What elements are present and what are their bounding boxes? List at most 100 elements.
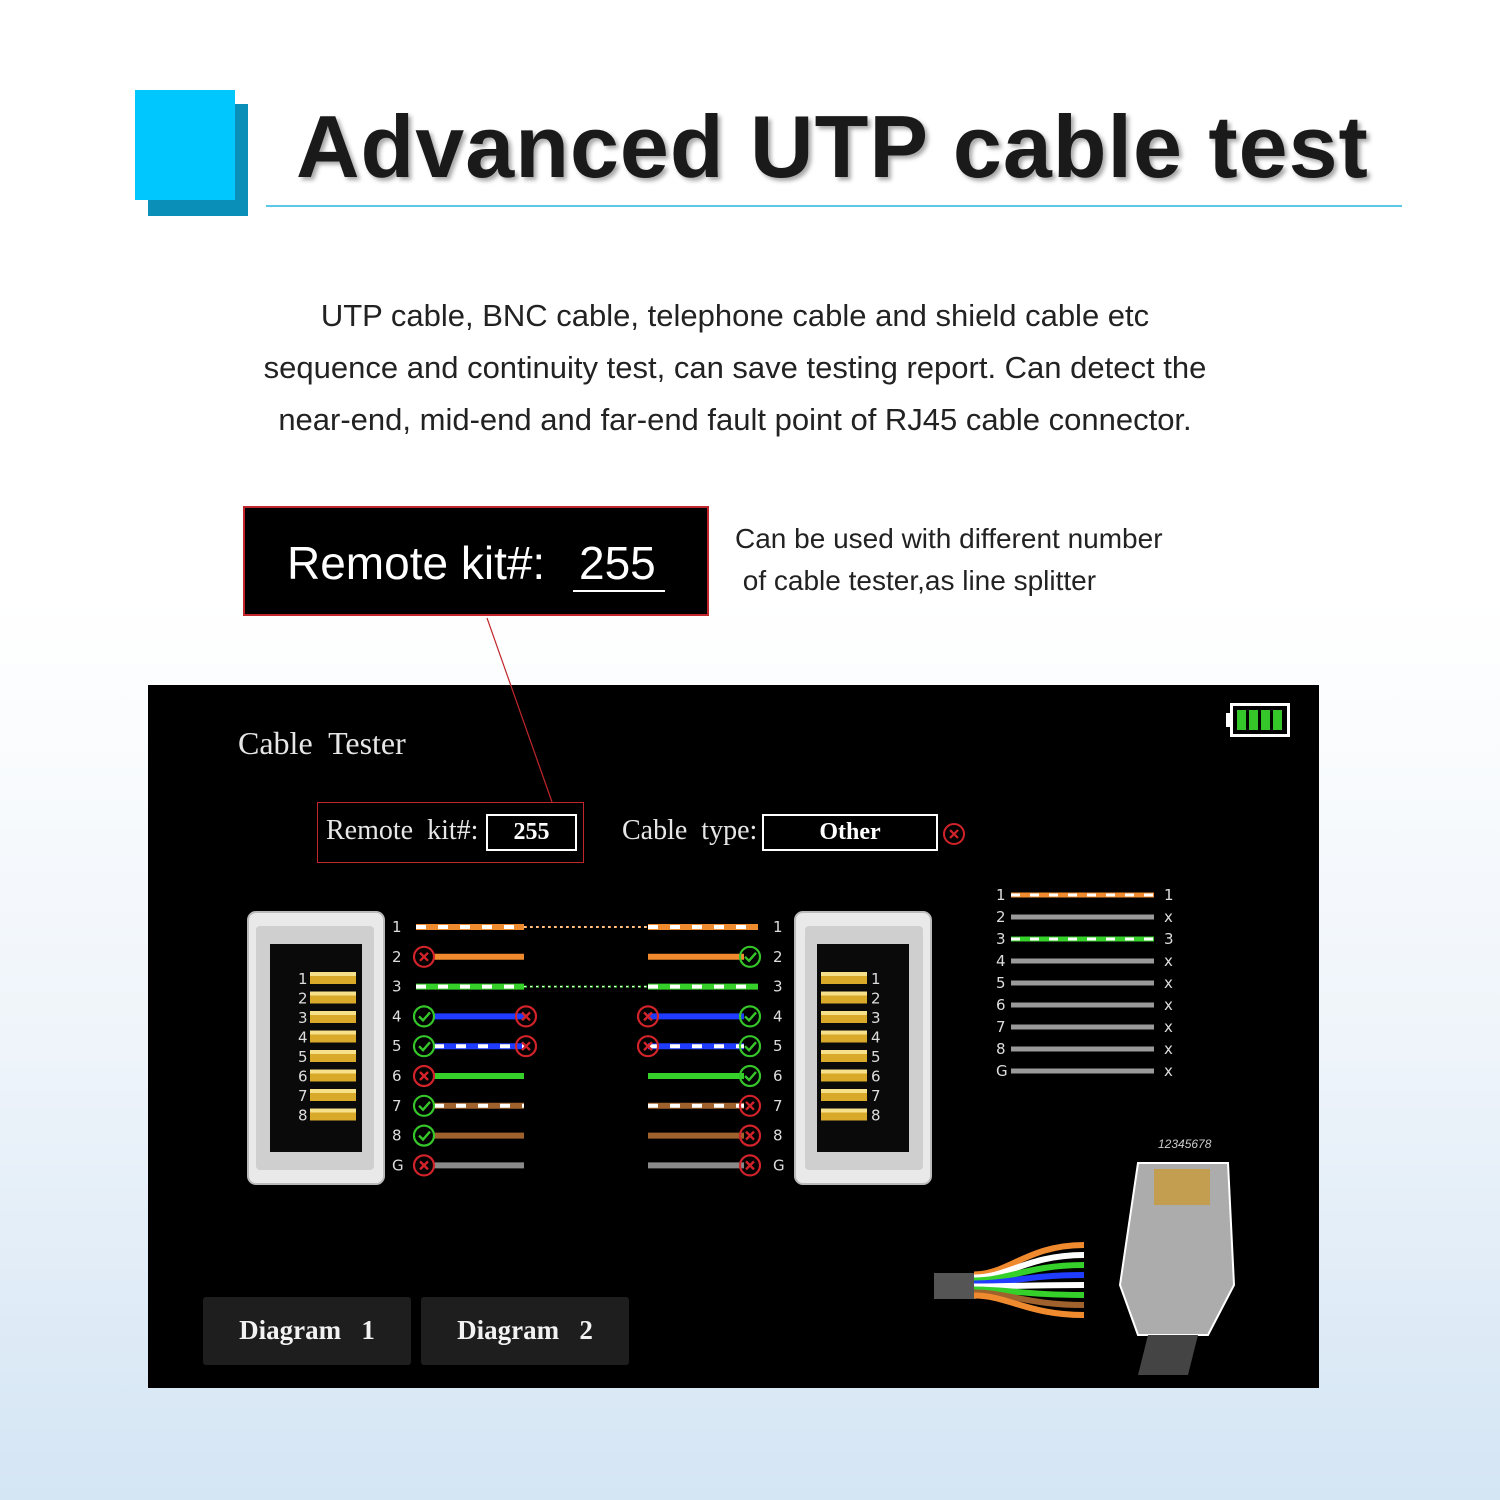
jack-pin-highlight xyxy=(821,1011,867,1015)
jack-pin-highlight xyxy=(821,1069,867,1074)
summary-pin-label: 6 xyxy=(996,996,1006,1014)
ok-check-icon xyxy=(738,1064,762,1088)
rj45-plug-contacts xyxy=(1154,1169,1210,1205)
wire-pin-label-right: 5 xyxy=(773,1037,783,1055)
cable-type-field[interactable]: Other xyxy=(762,814,938,851)
diagram-1-button[interactable]: Diagram 1 xyxy=(203,1297,411,1365)
error-x-icon-mark xyxy=(745,1160,755,1171)
summary-pin-label: G xyxy=(996,1062,1008,1080)
cable-strand xyxy=(973,1262,1085,1284)
jack-pin-number: 7 xyxy=(871,1087,881,1105)
error-x-icon-mark xyxy=(521,1011,531,1022)
diagram-2-button[interactable]: Diagram 2 xyxy=(421,1297,629,1365)
summary-pin-label: 8 xyxy=(996,1040,1006,1058)
ok-check-icon xyxy=(412,1005,436,1028)
summary-result: x xyxy=(1164,996,1173,1014)
jack-pin-number: 4 xyxy=(871,1029,881,1047)
error-x-icon xyxy=(738,1094,762,1117)
jack-pin-number: 6 xyxy=(871,1068,881,1086)
title-square-icon xyxy=(135,90,235,200)
error-x-icon-mark xyxy=(419,951,429,962)
remote-kit-field[interactable]: 255 xyxy=(486,814,577,851)
jack-pin-highlight xyxy=(821,991,867,996)
jack-pin-number: 2 xyxy=(871,990,881,1008)
error-x-icon xyxy=(738,1124,762,1147)
summary-pin-label: 2 xyxy=(996,908,1006,926)
ok-check-icon xyxy=(738,1005,762,1028)
jack-pin-number: 1 xyxy=(871,970,881,988)
jack-pin-number: 1 xyxy=(298,970,308,988)
battery-cell xyxy=(1261,710,1270,730)
ok-check-icon-mark xyxy=(418,1101,431,1112)
ok-check-icon xyxy=(738,945,762,968)
ok-check-icon-mark xyxy=(744,1041,757,1052)
intro-line: UTP cable, BNC cable, telephone cable an… xyxy=(320,298,1150,333)
error-x-icon-mark xyxy=(745,1100,755,1111)
battery-cell xyxy=(1249,710,1258,730)
cable-type-error-icon[interactable] xyxy=(942,822,966,846)
remote-kit-callout: Remote kit#: 255 xyxy=(243,506,709,616)
error-x-icon xyxy=(514,1035,538,1058)
wire-pin-label-left: 6 xyxy=(392,1067,402,1085)
wire-pin-label-right: 2 xyxy=(773,948,783,966)
error-x-icon xyxy=(636,1005,660,1028)
jack-pin-number: 3 xyxy=(298,1009,308,1027)
cable-jacket xyxy=(934,1273,976,1299)
wire-pin-label-left: G xyxy=(392,1156,404,1174)
device-screen: Cable Tester Remote kit#: 255 Cable type… xyxy=(148,685,1319,1388)
battery-icon xyxy=(1230,703,1290,737)
wire-pin-label-right: 6 xyxy=(773,1067,783,1085)
summary-pin-label: 1 xyxy=(996,886,1006,904)
wire-pin-label-left: 1 xyxy=(392,918,402,936)
jack-pin-number: 4 xyxy=(298,1029,308,1047)
screen-title: Cable Tester xyxy=(238,725,406,761)
ok-check-icon-mark xyxy=(744,1071,757,1082)
ok-check-icon xyxy=(412,1124,436,1147)
cable-strand xyxy=(973,1252,1085,1281)
cable-strand xyxy=(973,1286,1085,1298)
wire-pin-label-left: 3 xyxy=(392,978,402,996)
summary-result: 1 xyxy=(1164,886,1174,904)
ok-check-icon-mark xyxy=(418,1011,431,1023)
cable-type-label: Cable type: xyxy=(622,815,758,846)
cable-strand xyxy=(973,1292,1085,1318)
error-x-icon xyxy=(738,1154,762,1177)
jack-pin-number: 5 xyxy=(871,1048,881,1066)
plug-pin-label: 12345678 xyxy=(1158,1137,1212,1151)
title-underline xyxy=(266,205,1402,207)
intro-line: near-end, mid-end and far-end fault poin… xyxy=(278,402,1192,437)
wire-pin-label-left: 2 xyxy=(392,948,402,966)
error-x-icon-mark xyxy=(643,1041,653,1052)
jack-pin-highlight xyxy=(821,1108,867,1113)
jack-pin-highlight xyxy=(310,1108,356,1113)
battery-cell xyxy=(1273,710,1282,730)
summary-result: x xyxy=(1164,974,1173,992)
error-x-icon xyxy=(412,1064,436,1088)
wire-pin-label-left: 5 xyxy=(392,1037,402,1055)
summary-result: x xyxy=(1164,1062,1173,1080)
rj45-plug-icon xyxy=(1118,1162,1236,1336)
error-x-icon xyxy=(412,1154,436,1177)
battery-tip xyxy=(1226,713,1231,727)
wire-pin-label-right: 4 xyxy=(773,1007,783,1025)
jack-pin-number: 6 xyxy=(298,1068,308,1086)
intro-paragraph: UTP cable, BNC cable, telephone cable an… xyxy=(150,290,1320,446)
error-x-icon-mark xyxy=(521,1041,531,1052)
intro-line: sequence and continuity test, can save t… xyxy=(263,350,1207,385)
jack-pin-highlight xyxy=(310,1089,356,1093)
side-note: Can be used with different number of cab… xyxy=(735,518,1163,602)
summary-pin-label: 7 xyxy=(996,1018,1006,1036)
wire-pin-label-right: 1 xyxy=(773,918,783,936)
error-x-icon xyxy=(636,1035,660,1058)
wire-pin-label-right: 8 xyxy=(773,1127,783,1145)
side-note-line: of cable tester,as line splitter xyxy=(735,565,1097,596)
summary-pin-label: 4 xyxy=(996,952,1006,970)
ok-check-icon xyxy=(412,1035,436,1058)
jack-pin-highlight xyxy=(821,1089,867,1093)
jack-pin-highlight xyxy=(821,1050,867,1054)
wire-pin-label-left: 8 xyxy=(392,1127,402,1145)
remote-kit-callout-underline xyxy=(573,590,665,592)
jack-pin-highlight xyxy=(310,1011,356,1015)
wire-pin-label-left: 7 xyxy=(392,1097,402,1115)
